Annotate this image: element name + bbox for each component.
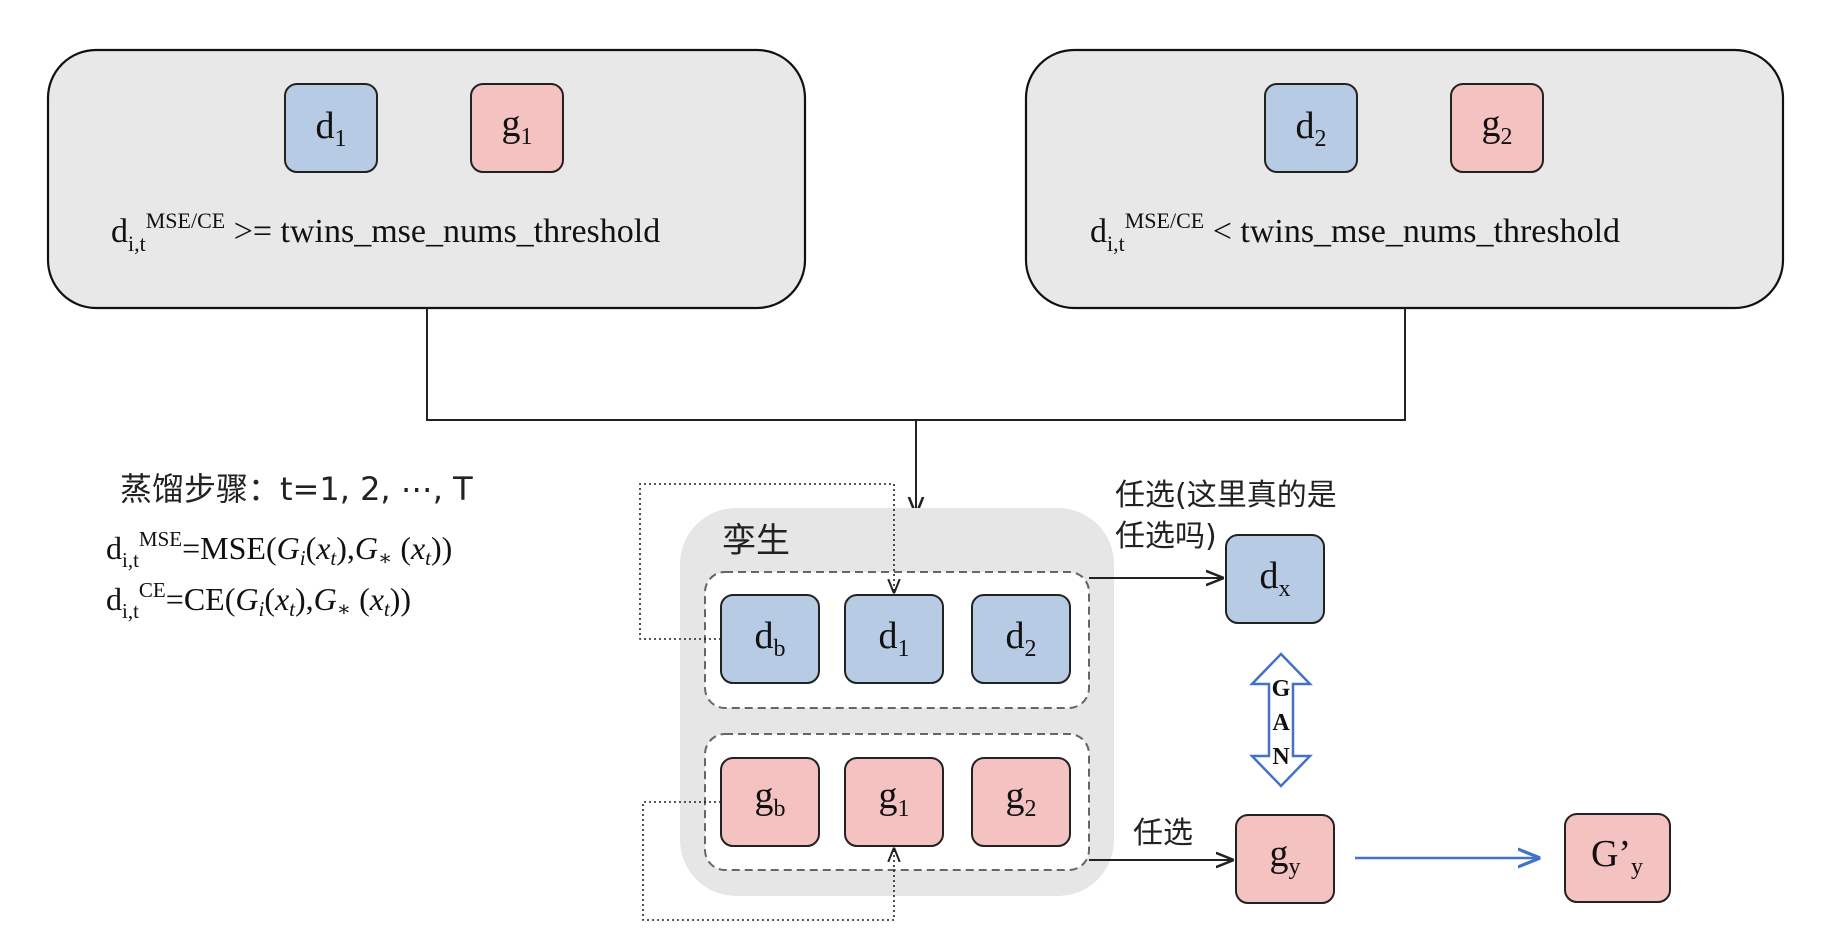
panel-right-node-g2: g2 — [1450, 83, 1544, 173]
panel-connectors — [426, 308, 1406, 513]
node-box — [1264, 83, 1358, 173]
output-area: 任选(这里真的是 任选吗) dx G A N 任选 gy G’y — [1089, 478, 1671, 904]
panel-right-condition: di,tMSE/CE < twins_mse_nums_threshold — [1090, 208, 1620, 256]
node-label: db — [755, 615, 786, 662]
optional-bottom-label: 任选 — [1133, 816, 1193, 851]
node-gprime-y: G’y — [1564, 813, 1671, 903]
panel-left: d1 g1 di,tMSE/CE >= twins_mse_nums_thres… — [46, 48, 807, 310]
node-gy: gy — [1235, 814, 1335, 904]
gan-letter-g: G — [1272, 676, 1291, 702]
steps-title: 蒸馏步骤：t=1, 2, ⋯, T — [120, 470, 473, 508]
panel-left-box — [46, 48, 807, 310]
panel-left-node-g1: g1 — [470, 83, 564, 173]
node-label: dx — [1260, 555, 1291, 602]
twins-title: 孪生 — [722, 521, 790, 561]
node-box — [284, 83, 378, 173]
node-dx: dx — [1225, 534, 1325, 624]
panel-right: d2 g2 di,tMSE/CE < twins_mse_nums_thresh… — [1024, 48, 1785, 310]
dotted-loop-top — [639, 483, 894, 640]
panel-join-line — [426, 308, 1406, 421]
twins-node-d2: d2 — [971, 594, 1071, 684]
twins-node-db: db — [720, 594, 820, 684]
node-label: G’y — [1591, 833, 1643, 880]
node-label: d1 — [316, 105, 347, 152]
steps-ce-formula: di,tCE=CE(Gi(xt),G∗ (xt)) — [106, 578, 411, 623]
twins-node-g1: g1 — [844, 757, 944, 847]
steps-mse-formula: di,tMSE=MSE(Gi(xt),G∗ (xt)) — [106, 527, 452, 572]
panel-right-node-d2: d2 — [1264, 83, 1358, 173]
gan-double-arrow: G A N — [1249, 652, 1313, 788]
twins-node-gb: gb — [720, 757, 820, 847]
node-label: g1 — [879, 775, 910, 822]
panel-left-condition: di,tMSE/CE >= twins_mse_nums_threshold — [111, 208, 660, 256]
node-label: g2 — [1006, 775, 1037, 822]
gan-letter-n: N — [1272, 744, 1290, 770]
node-label: d2 — [1296, 105, 1327, 152]
node-label: gb — [755, 775, 786, 822]
distill-steps: 蒸馏步骤：t=1, 2, ⋯, T di,tMSE=MSE(Gi(xt),G∗ … — [106, 470, 473, 623]
node-box — [1225, 534, 1325, 624]
node-label: d1 — [879, 615, 910, 662]
node-box — [1235, 814, 1335, 904]
node-box — [470, 83, 564, 173]
node-box — [844, 757, 944, 847]
twins-node-g2: g2 — [971, 757, 1071, 847]
twins-node-d1: d1 — [844, 594, 944, 684]
node-box — [971, 594, 1071, 684]
optional-top-line2: 任选吗) — [1115, 519, 1217, 554]
dotted-loop-bottom — [642, 801, 894, 921]
node-box — [1450, 83, 1544, 173]
gan-arrow-shape — [1249, 652, 1313, 788]
twins-group: 孪生 db d1 d2 gb g1 g2 — [639, 483, 1114, 921]
panel-right-box — [1024, 48, 1785, 310]
gan-letter-a: A — [1272, 710, 1290, 736]
panel-left-node-d1: d1 — [284, 83, 378, 173]
node-label: g1 — [502, 103, 533, 150]
node-label: gy — [1270, 833, 1301, 880]
node-box — [844, 594, 944, 684]
node-label: g2 — [1482, 103, 1513, 150]
optional-top-line1: 任选(这里真的是 — [1115, 478, 1337, 513]
node-label: d2 — [1006, 615, 1037, 662]
node-box — [1564, 813, 1671, 903]
node-box — [971, 757, 1071, 847]
